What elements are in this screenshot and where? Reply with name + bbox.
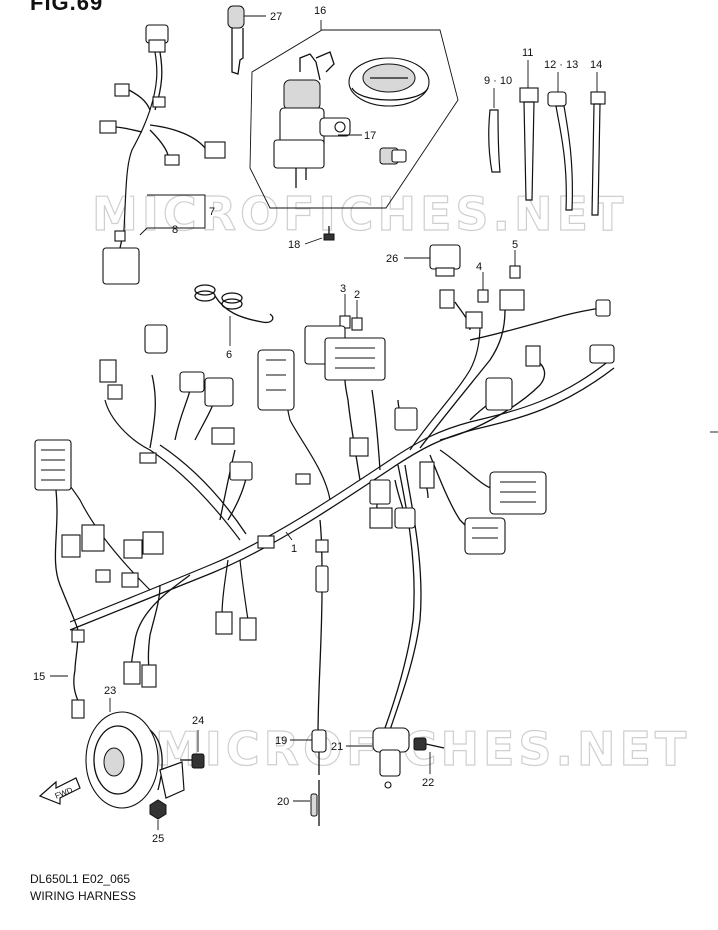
- ignition-key: [227, 5, 266, 75]
- fuse-box: [257, 325, 386, 411]
- fuse-4: [477, 272, 489, 303]
- callout-1: 1: [291, 543, 297, 555]
- fuse-2: [351, 300, 363, 331]
- callout-12-13: 12 · 13: [544, 59, 578, 71]
- sub-harness-7-8: [99, 24, 226, 285]
- callout-26: 26: [386, 253, 398, 265]
- callout-2: 2: [354, 289, 360, 301]
- callout-4: 4: [476, 261, 482, 273]
- forward-arrow-icon: FWD: [38, 777, 81, 805]
- callout-21: 21: [331, 741, 343, 753]
- model-code: DL650L1 E02_065: [30, 872, 131, 886]
- callout-19: 19: [275, 735, 287, 747]
- callout-18: 18: [288, 239, 300, 251]
- callout-23: 23: [104, 685, 116, 697]
- callout-6: 6: [226, 349, 232, 361]
- fuse-5: [509, 250, 521, 279]
- callout-15: 15: [33, 671, 45, 683]
- nut-25: [149, 799, 167, 830]
- callout-8: 8: [172, 224, 178, 236]
- callout-5: 5: [512, 239, 518, 251]
- callout-27: 27: [270, 11, 282, 23]
- tie-11: [519, 60, 539, 201]
- callout-7: 7: [209, 206, 215, 218]
- callout-9-10: 9 · 10: [484, 75, 512, 87]
- callout-24: 24: [192, 715, 204, 727]
- callout-25: 25: [152, 833, 164, 845]
- lock-set-16: [249, 20, 459, 209]
- bolt-22: [413, 737, 445, 774]
- horn-23: [85, 698, 185, 809]
- fuse-3: [339, 294, 351, 329]
- callout-22: 22: [422, 777, 434, 789]
- relay-26: [404, 244, 461, 277]
- clamp-9-10: [488, 88, 501, 173]
- callout-20: 20: [277, 796, 289, 808]
- part-20: [293, 780, 320, 826]
- section-name: WIRING HARNESS: [30, 889, 137, 903]
- bolt-24: [180, 730, 205, 769]
- tie-12-13: [547, 72, 573, 211]
- screw-18: [304, 226, 335, 245]
- spring-clip-6: [194, 284, 274, 346]
- callout-3: 3: [340, 283, 346, 295]
- callout-16: 16: [314, 5, 326, 17]
- switch-21: [346, 727, 410, 789]
- callout-11: 11: [522, 47, 533, 59]
- callout-14: 14: [590, 59, 602, 71]
- harness-connectors: [34, 289, 615, 719]
- callout-17: 17: [364, 130, 376, 142]
- main-harness-1: [49, 301, 615, 736]
- figure-title-fragment: FIG.69: [30, 0, 104, 15]
- watermark-top: MICROFICHES.NET: [92, 187, 627, 241]
- sensor-19: [290, 565, 329, 775]
- tie-14: [590, 72, 606, 216]
